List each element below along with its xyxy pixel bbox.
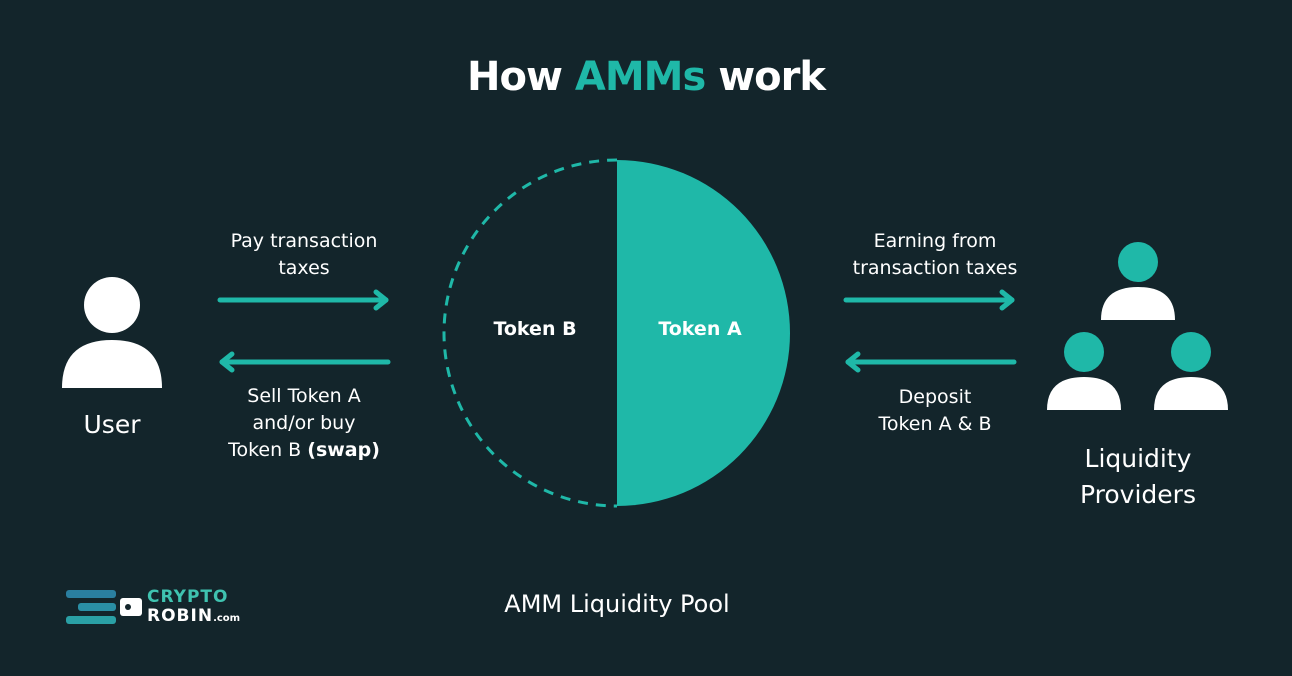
logo-line2: ROBIN.com [147, 607, 240, 628]
earning-from-taxes-label: Earning from transaction taxes [820, 228, 1050, 282]
crypto-robin-logo-icon [66, 590, 142, 624]
label-line: Pay transaction [230, 230, 378, 252]
label-line: transaction taxes [852, 257, 1018, 279]
pool-token-b-half [442, 158, 618, 508]
liquidity-providers-label-line2: Providers [1080, 480, 1196, 509]
arrow-right-pool-to-providers [843, 289, 1015, 311]
label-line: taxes [278, 257, 330, 279]
liquidity-providers-icon [1047, 242, 1228, 410]
label-line: Deposit [898, 386, 972, 408]
sell-buy-swap-label: Sell Token A and/or buy Token B (swap) [194, 383, 414, 464]
label-line: Token B (swap) [194, 437, 414, 464]
diagram-title: How AMMs work [467, 54, 826, 100]
liquidity-providers-label-line1: Liquidity [1084, 444, 1192, 473]
label-line: Token A & B [878, 413, 992, 435]
pool-caption: AMM Liquidity Pool [504, 590, 730, 618]
label-line: Earning from [873, 230, 997, 252]
user-icon [62, 277, 162, 388]
logo-suffix: .com [213, 613, 241, 624]
arrow-left-pool-to-user [219, 351, 391, 373]
token-b-label: Token B [493, 318, 577, 340]
arrow-right-user-to-pool [217, 289, 389, 311]
user-label: User [83, 410, 141, 439]
pay-transaction-taxes-label: Pay transaction taxes [194, 228, 414, 282]
logo-line1: CRYPTO [147, 587, 229, 607]
label-line: and/or buy [252, 412, 356, 434]
pool-token-a-half [617, 160, 790, 506]
logo-name: ROBIN [147, 606, 214, 626]
arrow-left-providers-to-pool [845, 351, 1017, 373]
label-line: Sell Token A [247, 385, 361, 407]
label-text: Token B [228, 439, 308, 461]
token-a-label: Token A [658, 318, 742, 340]
swap-emphasis: (swap) [307, 439, 380, 461]
crypto-robin-logo-text: CRYPTO ROBIN.com [147, 588, 240, 628]
